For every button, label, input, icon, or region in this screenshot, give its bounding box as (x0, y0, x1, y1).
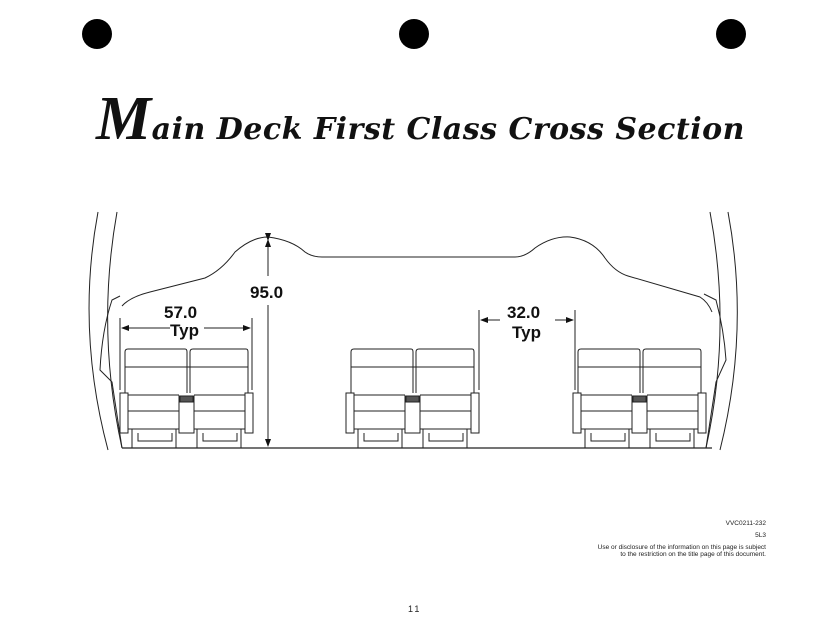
aisle-width-label: 32.0 (507, 303, 540, 322)
binder-hole-right (716, 19, 746, 49)
sheet-code: 5L3 (755, 532, 766, 539)
title-rest: ain Deck First Class Cross Section (151, 112, 745, 147)
seat-width-note: Typ (170, 321, 199, 340)
disclaimer-line-1: Use or disclosure of the information on … (597, 544, 766, 551)
height-dimension-label: 95.0 (250, 283, 283, 302)
fuselage-inner-left (107, 211, 123, 449)
fuselage-outer-right (719, 211, 738, 451)
ceiling-profile (121, 236, 713, 313)
title-initial: M (96, 85, 152, 153)
fuselage-outer-left (88, 211, 109, 451)
binder-hole-center (399, 19, 429, 49)
fuselage-inner-right (705, 211, 721, 449)
page-title: Main Deck First Class Cross Section (96, 88, 745, 150)
seat-width-label: 57.0 (164, 303, 197, 322)
document-id: VVC0211-232 (725, 520, 766, 527)
binder-hole-left (82, 19, 112, 49)
sidewall-panel-left (99, 295, 123, 449)
aisle-width-note: Typ (512, 323, 541, 342)
page-number: 11 (408, 604, 422, 614)
sidewall-panel-right (703, 293, 727, 449)
disclaimer-line-2: to the restriction on the title page of … (620, 551, 766, 558)
seat-pair-right (572, 348, 707, 449)
seat-pair-left (119, 348, 254, 449)
seat-pair-center (345, 348, 480, 449)
